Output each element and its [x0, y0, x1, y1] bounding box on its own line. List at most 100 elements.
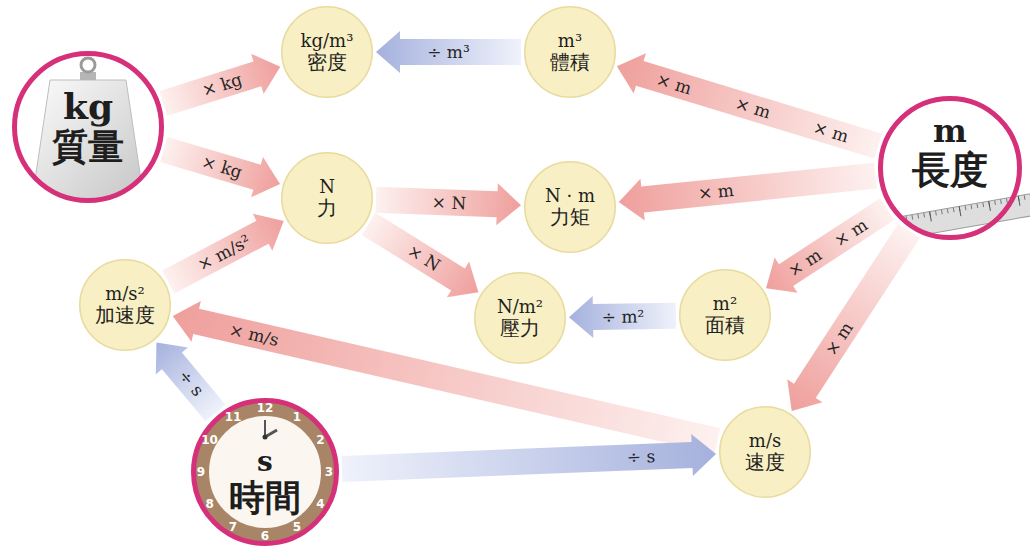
quantity-name: 質量 — [52, 127, 124, 167]
circle-text: m³體積 — [524, 6, 616, 98]
unit-symbol: m/s — [749, 431, 781, 451]
weight-body — [32, 80, 144, 200]
circle-text: N力 — [281, 152, 373, 244]
mass-ground — [12, 51, 164, 203]
base-quantity-circle: m長度 — [878, 96, 1022, 240]
circle-text: m長度 — [878, 80, 1022, 224]
operation-label: × kg — [200, 152, 244, 182]
base-quantity-circle: s時間 — [191, 398, 339, 546]
multiply-arrow — [159, 54, 280, 116]
quantity-name: 長度 — [912, 149, 988, 191]
multiply-arrow — [617, 53, 882, 158]
clock-minute-hand — [264, 420, 266, 437]
circle-shape — [525, 7, 616, 98]
operation-label: × m/s² — [194, 231, 253, 274]
quantity-name: 體積 — [550, 51, 590, 73]
clock-number: 10 — [201, 434, 218, 446]
operation-label: × m — [655, 70, 695, 98]
weight-hook — [81, 58, 95, 72]
operation-label: × N — [404, 241, 443, 275]
clock-pivot — [263, 435, 268, 440]
circle-text: kg質量 — [12, 51, 164, 203]
clock-number: 8 — [205, 498, 213, 510]
clock-number: 6 — [261, 530, 269, 542]
weight-picture — [32, 58, 144, 200]
operation-label: × m — [811, 118, 851, 146]
circle-text: kg/m³密度 — [281, 6, 373, 98]
circle-text: m²面積 — [679, 269, 771, 361]
unit-symbol: kg — [63, 87, 113, 127]
operation-label: ÷ m³ — [427, 43, 470, 62]
multiply-arrow — [619, 163, 877, 221]
divide-arrow — [376, 31, 521, 73]
divide-arrow — [341, 434, 716, 482]
circle-shape — [475, 273, 566, 364]
quantity-name: 密度 — [307, 51, 347, 73]
circle-text: m/s²加速度 — [79, 259, 171, 351]
operation-label: × kg — [200, 70, 245, 100]
unit-symbol: m³ — [558, 31, 582, 51]
circle-shape — [525, 162, 616, 253]
circle-shape — [881, 99, 1020, 238]
circle-shape — [282, 153, 373, 244]
clock-ground — [191, 398, 339, 546]
circle-shape — [15, 54, 162, 201]
clock-number: 3 — [325, 466, 333, 478]
operation-label: ÷ m² — [601, 307, 644, 326]
circle-shape — [720, 407, 811, 498]
circle-text: N · m力矩 — [524, 161, 616, 253]
circle-text: m/s速度 — [719, 406, 811, 498]
clock-number: 5 — [293, 521, 301, 533]
unit-symbol: m/s² — [105, 284, 145, 304]
quantity-name: 力矩 — [550, 206, 590, 228]
derived-quantity-circle: m/s速度 — [719, 406, 811, 498]
divide-arrow — [156, 343, 226, 422]
unit-symbol: N/m² — [497, 297, 543, 317]
derived-quantity-circle: kg/m³密度 — [281, 6, 373, 98]
clock-number: 9 — [197, 466, 205, 478]
clock-number: 7 — [229, 521, 237, 533]
unit-symbol: m² — [713, 294, 737, 314]
quantity-name: 加速度 — [95, 304, 155, 326]
circle-shape — [282, 7, 373, 98]
derived-quantity-circle: m/s²加速度 — [79, 259, 171, 351]
operation-label: ÷ s — [627, 447, 656, 467]
operation-label: × m — [821, 319, 856, 359]
unit-symbol: s — [257, 447, 273, 478]
quantity-name: 時間 — [229, 478, 301, 518]
unit-symbol: kg/m³ — [301, 31, 354, 51]
quantity-name: 力 — [317, 197, 337, 219]
quantity-name: 壓力 — [500, 317, 540, 339]
operation-label: × m/s — [228, 320, 281, 349]
quantity-name: 面積 — [705, 314, 745, 336]
circle-text: N/m²壓力 — [474, 272, 566, 364]
operation-label: × m — [785, 245, 825, 280]
clock-number: 4 — [316, 498, 324, 510]
derived-quantity-circle: N力 — [281, 152, 373, 244]
multiply-arrow — [160, 137, 280, 197]
divide-arrow — [569, 296, 676, 338]
circle-shape — [680, 270, 771, 361]
base-quantity-circle: kg質量 — [12, 51, 164, 203]
circle-shape — [194, 401, 337, 544]
operation-label: × N — [431, 193, 466, 213]
clock-number: 12 — [257, 402, 274, 414]
derived-quantity-circle: m³體積 — [524, 6, 616, 98]
multiply-arrow — [162, 214, 283, 294]
circle-shape — [80, 260, 171, 351]
operation-label: × m — [698, 181, 736, 203]
derived-quantity-circle: N/m²壓力 — [474, 272, 566, 364]
operation-label: ÷ s — [174, 367, 207, 401]
unit-symbol: m — [933, 114, 967, 149]
operation-label: × m — [831, 215, 871, 250]
clock-number: 1 — [293, 411, 301, 423]
clock-number: 11 — [225, 411, 242, 423]
operation-label: × m — [733, 94, 773, 122]
derived-quantity-circle: N · m力矩 — [524, 161, 616, 253]
quantity-name: 速度 — [745, 451, 785, 473]
multiply-arrow — [375, 183, 521, 225]
unit-symbol: N — [319, 177, 335, 197]
unit-symbol: N · m — [545, 186, 595, 206]
